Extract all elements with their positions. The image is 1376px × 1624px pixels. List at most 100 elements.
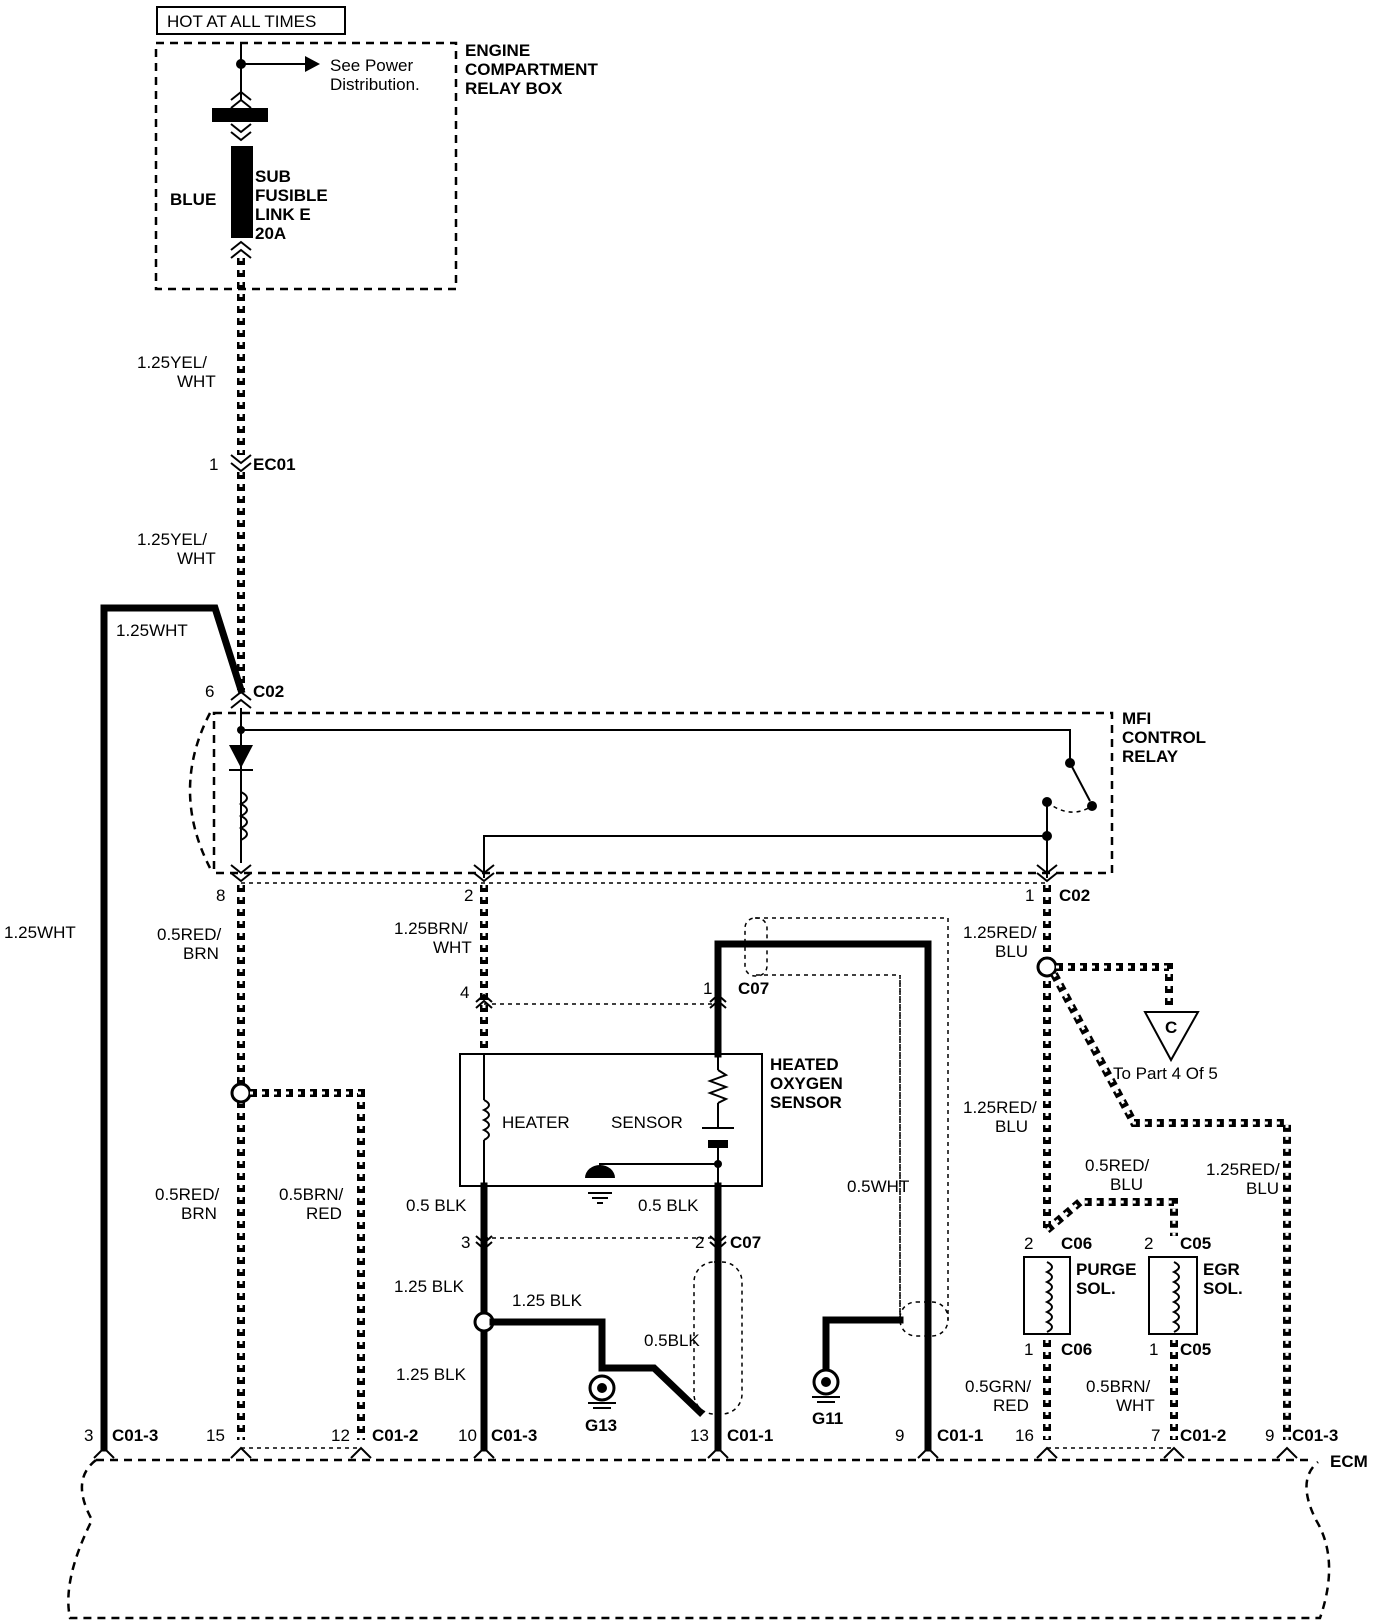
ref-c-letter: C (1165, 1018, 1177, 1037)
ecm-conn-6: C01-1 (937, 1426, 983, 1445)
relay-box-title-1: ENGINE (465, 41, 530, 60)
arrow-right-icon (305, 56, 320, 72)
wire-brnred-2: RED (306, 1204, 342, 1223)
ecm-conn-4: C01-3 (491, 1426, 537, 1445)
splice-redblu (1036, 956, 1058, 978)
wire-brnwht-b-2: WHT (1116, 1396, 1155, 1415)
ecm-conn-1: C01-3 (112, 1426, 158, 1445)
ec01-pin: 1 (209, 455, 218, 474)
relay-coil-icon (238, 791, 248, 841)
sensor-label: SENSOR (611, 1113, 683, 1132)
ecm-pin-8: 7 (1151, 1426, 1160, 1445)
wire-redblu-c-1: 0.5RED/ (1085, 1156, 1150, 1175)
relay-box-title-2: COMPARTMENT (465, 60, 598, 79)
c07-a-label: C07 (738, 979, 769, 998)
c07-pin1: 1 (703, 979, 712, 998)
hot-label: HOT AT ALL TIMES (167, 12, 316, 31)
splice-redbrn (230, 1082, 252, 1104)
egr-solenoid (1148, 1256, 1198, 1335)
wire-brnred-1: 0.5BRN/ (279, 1185, 344, 1204)
c07-b-label: C07 (730, 1233, 761, 1252)
c02-bottom-label: C02 (1059, 886, 1090, 905)
wire-brnwht-a-2: WHT (433, 938, 472, 957)
c07-pin3: 3 (461, 1233, 470, 1252)
wire-wht (100, 604, 246, 1452)
ground-g11: G11 (812, 1409, 843, 1428)
heater-label: HEATER (502, 1113, 570, 1132)
power-note-2: Distribution. (330, 75, 420, 94)
c05-a-label: C05 (1180, 1234, 1211, 1253)
ec01-label: EC01 (253, 455, 296, 474)
ecm-conn-9: C01-3 (1292, 1426, 1338, 1445)
wire-redblu-a-2: BLU (995, 942, 1028, 961)
wire-blk05: 0.5BLK (644, 1331, 700, 1350)
ecm-pin-7: 16 (1015, 1426, 1034, 1445)
wire-wht05: 0.5WHT (847, 1177, 909, 1196)
c05-pin1: 1 (1149, 1340, 1158, 1359)
ecm-conn-3: C01-2 (372, 1426, 418, 1445)
mfi-title-3: RELAY (1122, 747, 1179, 766)
wire-yelwht-a-1: 1.25YEL/ (137, 353, 207, 372)
wire-redbrn-a-1: 0.5RED/ (157, 925, 222, 944)
wire-brnwht-b-1: 0.5BRN/ (1086, 1377, 1151, 1396)
ecm-pin-9: 9 (1265, 1426, 1274, 1445)
ecm-pin-4: 10 (458, 1426, 477, 1445)
o2-title-3: SENSOR (770, 1093, 842, 1112)
ref-c-triangle-icon (1143, 1011, 1200, 1063)
mfi-relay-title: MFI CONTROL RELAY (1122, 709, 1206, 766)
fuse-label-4: 20A (255, 224, 286, 243)
purge-solenoid (1023, 1256, 1071, 1335)
relay-box-title-3: RELAY BOX (465, 79, 563, 98)
c02-pin8: 8 (216, 886, 225, 905)
c02-top-label: C02 (253, 682, 284, 701)
wire-redblu-b-1: 1.25RED/ (963, 1098, 1037, 1117)
wire-sensor-feed (714, 940, 932, 1452)
wire-yelwht-a-2: WHT (177, 372, 216, 391)
ecm-pin-2: 15 (206, 1426, 225, 1445)
power-note-1: See Power (330, 56, 413, 75)
o2-sensor-box (459, 1053, 763, 1187)
wire-yelwht-b-2: WHT (177, 549, 216, 568)
c02-pin1: 1 (1025, 886, 1034, 905)
wire-blk125-b: 1.25 BLK (512, 1291, 583, 1310)
o2-title-1: HEATED (770, 1055, 839, 1074)
shield-bottom (693, 1261, 743, 1415)
wire-blk125-c: 1.25 BLK (396, 1365, 467, 1384)
o2-sensor-title: HEATED OXYGEN SENSOR (770, 1055, 843, 1112)
fuse-label-2: FUSIBLE (255, 186, 328, 205)
c06-pin2: 2 (1024, 1234, 1033, 1253)
ec01-connector (230, 454, 252, 473)
ecm-label: ECM (1330, 1452, 1368, 1471)
c02-pin2: 2 (464, 886, 473, 905)
ecm-pin-6: 9 (895, 1426, 904, 1445)
relay-switch-icon (1069, 762, 1091, 802)
c07-pin2: 2 (695, 1233, 704, 1252)
wire-wht-left: 1.25WHT (4, 923, 76, 942)
relay-box-title: ENGINE COMPARTMENT RELAY BOX (465, 41, 598, 98)
c06-a-label: C06 (1061, 1234, 1092, 1253)
sensor-resistor-icon (707, 1069, 729, 1104)
hot-label-box (156, 6, 346, 35)
ref-c-note: To Part 4 Of 5 (1113, 1064, 1218, 1083)
fusible-link (231, 146, 253, 238)
wire-redblu-b-2: BLU (995, 1117, 1028, 1136)
purge-label-1: PURGE (1076, 1260, 1136, 1279)
ecm-pin-1: 3 (84, 1426, 93, 1445)
ecm-conn-5: C01-1 (727, 1426, 773, 1445)
purge-label-2: SOL. (1076, 1279, 1116, 1298)
wire-wht-top: 1.25WHT (116, 621, 188, 640)
c07-pin4: 4 (460, 983, 469, 1002)
diode-icon (229, 745, 253, 768)
wire-blk125-a: 1.25 BLK (394, 1277, 465, 1296)
wire-grnred-2: RED (993, 1396, 1029, 1415)
mfi-relay-outline (212, 711, 1114, 875)
fuse-label-1: SUB (255, 167, 291, 186)
wire-yelwht-b-1: 1.25YEL/ (137, 530, 207, 549)
ecm-conn-8: C01-2 (1180, 1426, 1226, 1445)
relay-box-outline (154, 41, 458, 291)
wire-grnred-1: 0.5GRN/ (965, 1377, 1031, 1396)
ecm-pin-3: 12 (331, 1426, 350, 1445)
wire-redbrn-b-1: 0.5RED/ (155, 1185, 220, 1204)
c05-b-label: C05 (1180, 1340, 1211, 1359)
